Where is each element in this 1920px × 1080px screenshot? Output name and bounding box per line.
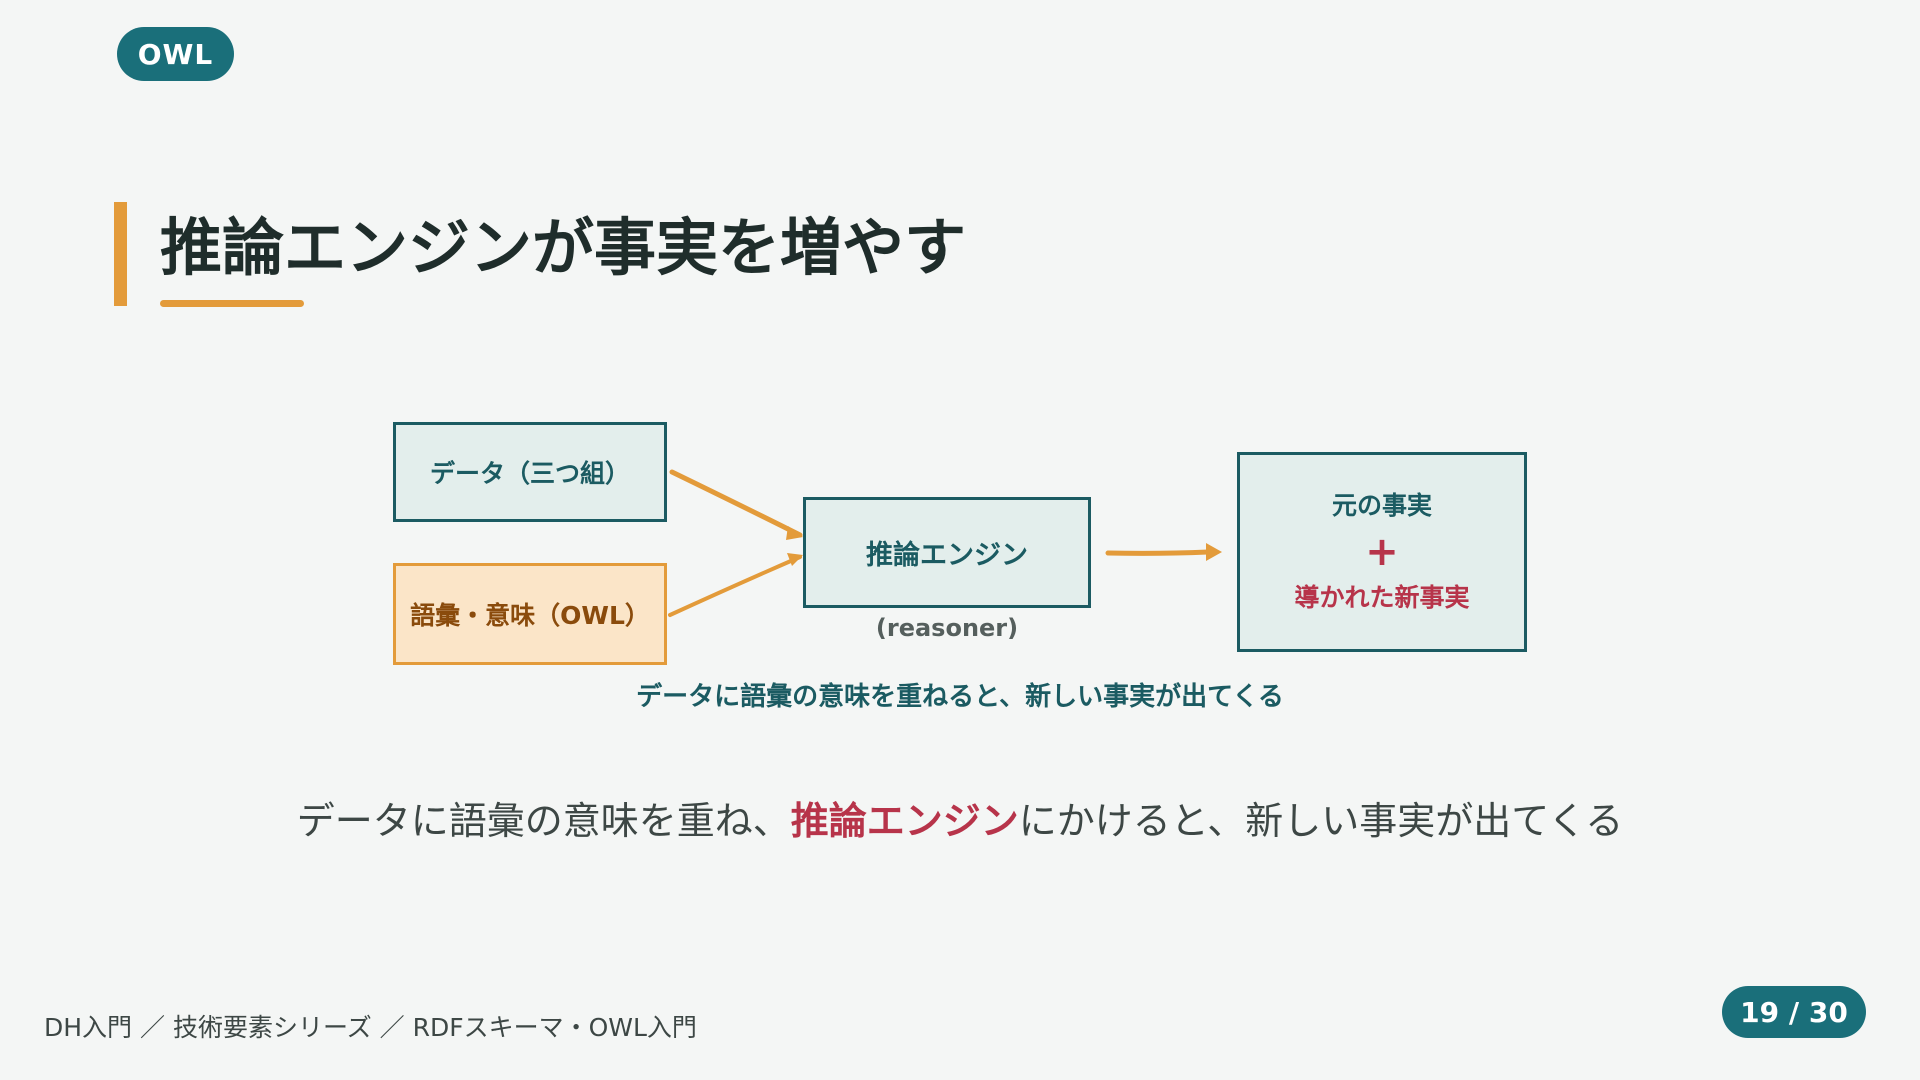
reasoner-sublabel: (reasoner): [875, 614, 1019, 642]
arrow-data-to-engine: [669, 469, 803, 540]
summary-text: データに語彙の意味を重ね、推論エンジンにかけると、新しい事実が出てくる: [160, 790, 1760, 845]
diagram-caption: データに語彙の意味を重ねると、新しい事実が出てくる: [636, 682, 1284, 712]
page-title: 推論エンジンが事実を増やす: [160, 211, 967, 284]
page-number-badge: 19 / 30: [1722, 986, 1866, 1038]
data-triples-box: データ（三つ組）: [393, 422, 667, 522]
vocab-owl-box: 語彙・意味（OWL）: [393, 563, 667, 665]
data-triples-label: データ（三つ組）: [429, 459, 630, 488]
reasoner-label: 推論エンジン: [866, 540, 1028, 571]
reasoner-box: 推論エンジン: [803, 497, 1091, 608]
summary-before: データに語彙の意味を重ね、: [296, 799, 791, 843]
vocab-owl-label: 語彙・意味（OWL）: [410, 601, 650, 630]
summary-highlight: 推論エンジン: [790, 799, 1019, 843]
breadcrumb-footer: DH入門 ／ 技術要素シリーズ ／ RDFスキーマ・OWL入門: [44, 1013, 697, 1042]
title-underline: [160, 300, 304, 307]
plus-sign: +: [1365, 529, 1399, 575]
arrow-engine-to-result: [1105, 543, 1222, 561]
original-facts-label: 元の事実: [1331, 491, 1432, 520]
arrow-vocab-to-engine: [668, 553, 803, 617]
title-accent-bar: [114, 202, 127, 306]
section-tag: OWL: [117, 27, 234, 81]
derived-facts-label: 導かれた新事実: [1294, 583, 1470, 612]
result-facts-box: 元の事実 + 導かれた新事実: [1237, 452, 1527, 652]
summary-after: にかけると、新しい事実が出てくる: [1018, 799, 1624, 843]
